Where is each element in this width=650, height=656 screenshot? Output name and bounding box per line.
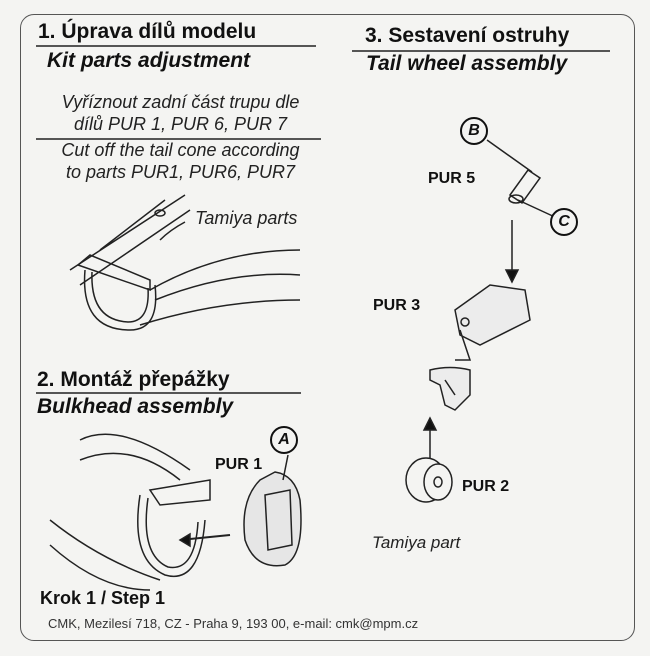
tamiya-parts-label: Tamiya parts: [195, 208, 298, 228]
instruction-en-line1: Cut off the tail cone according: [61, 140, 300, 160]
instruction-en-line2: to parts PUR1, PUR6, PUR7: [65, 162, 296, 182]
pur2-wheel-drawing: [405, 457, 453, 503]
section3-title-cz: 3. Sestavení ostruhy: [365, 24, 570, 47]
pur5-label: PUR 5: [428, 170, 476, 187]
footer-address: CMK, Mezilesí 718, CZ - Praha 9, 193 00,…: [48, 616, 419, 631]
instruction-cz-line1: Vyříznout zadní část trupu dle: [61, 92, 300, 112]
section2-title-en: Bulkhead assembly: [37, 395, 234, 418]
tamiya-fuselage-drawing-1: [69, 194, 301, 331]
instruction-cz-line2: dílů PUR 1, PUR 6, PUR 7: [73, 114, 288, 134]
callout-a: A: [270, 426, 298, 454]
divider: [36, 138, 321, 140]
section2-title-cz: 2. Montáž přepážky: [37, 368, 230, 391]
divider: [36, 45, 316, 47]
tamiya-part-label: Tamiya part: [372, 533, 461, 552]
divider: [36, 392, 301, 394]
section1-title-cz: 1. Úprava dílů modelu: [38, 20, 257, 43]
pur3-strut-drawing: [422, 284, 531, 460]
divider: [352, 50, 610, 52]
step-label: Krok 1 / Step 1: [40, 588, 166, 608]
section3-title-en: Tail wheel assembly: [366, 52, 568, 75]
tamiya-parts-leader: [159, 221, 186, 241]
pur1-bulkhead-drawing: [243, 454, 302, 567]
pur2-label: PUR 2: [462, 478, 510, 495]
pur3-label: PUR 3: [373, 297, 421, 314]
section1-title-en: Kit parts adjustment: [47, 49, 251, 72]
tamiya-fuselage-drawing-2: [49, 433, 231, 591]
callout-b: B: [460, 117, 488, 145]
pur1-label: PUR 1: [215, 456, 263, 473]
pur5-pin-drawing: [486, 139, 558, 284]
callout-c: C: [550, 208, 578, 236]
page-frame: [20, 14, 635, 641]
